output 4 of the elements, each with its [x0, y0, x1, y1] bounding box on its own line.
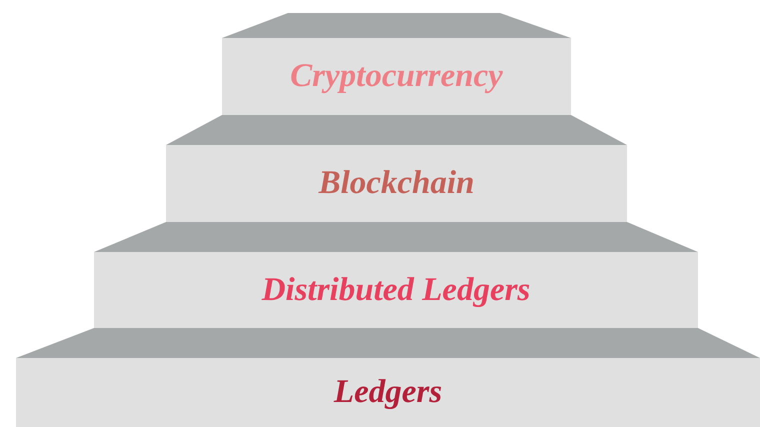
step-label: Blockchain	[318, 165, 474, 202]
step-label: Ledgers	[334, 374, 442, 411]
step-label: Cryptocurrency	[290, 58, 503, 95]
step-label: Distributed Ledgers	[262, 272, 530, 308]
